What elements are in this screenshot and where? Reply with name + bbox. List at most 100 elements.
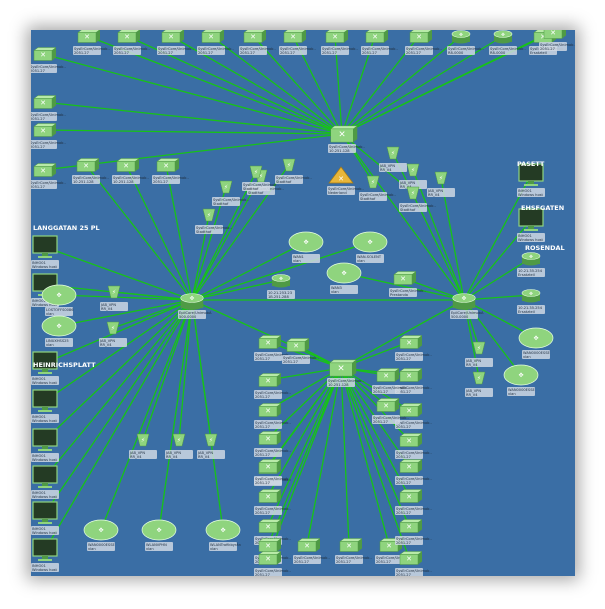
switch-node[interactable]: ✕SysErCore/Unimob..2051.27 (31, 163, 66, 190)
small-node[interactable]: ⚡SysErCore/Unimob..Stadthof (399, 186, 436, 212)
node-sublabel: 2051.27 (396, 425, 411, 429)
switch-node[interactable]: ✕SysErCore/Unimob..2051.27 (395, 489, 432, 516)
switch-node[interactable]: ✕SysErCore/Unimob..2051.27 (395, 519, 432, 546)
switch-node[interactable]: ✕SysErCore/Unimob..2051.27 (254, 403, 291, 430)
switch-node[interactable]: ✕SysErCore/Unimob..2051.27 (239, 30, 276, 55)
switch-node[interactable]: ✕SysErCore/Unimob..2051.27 (157, 30, 194, 55)
switch-node[interactable]: ✕SysErCore/Unimob..10.251.128 (72, 158, 109, 185)
router-node[interactable]: ✥SysErCore/Unimob..R8-0000 (447, 30, 484, 56)
switch-node[interactable]: ✕SysErCore/Unimob..2051.27 (254, 551, 291, 577)
switch-node[interactable]: ✕SysErCore/Unimob..2051.27 (31, 95, 66, 122)
switch-node[interactable]: ✕SysErCore/Unimob..2051.27 (31, 47, 66, 74)
hub-switch-node[interactable]: ✕SysErCore/Unimob..10.251.128 (327, 359, 364, 387)
hub-switch-node[interactable]: ✕SysErCore/Unimob..10.251.128 (328, 125, 365, 153)
svg-text:✕: ✕ (383, 402, 389, 410)
switch-node[interactable]: ✕SysErCore/Unimob..2051.27 (539, 30, 575, 51)
switch-node[interactable]: ✕SysErCore/Unimob..2051.27 (254, 431, 291, 458)
switch-node[interactable]: ✕SysErCore/Unimob..2051.27 (293, 538, 330, 565)
switch-node[interactable]: ✕SysErCore/Unimob..2051.27 (197, 30, 234, 55)
small-node[interactable]: ⚡SysErCore/Unimob..Stadthof (242, 165, 279, 191)
node-label: INHO01 (32, 564, 46, 568)
switch-node[interactable]: ✕SysErCore/Unimob..2051.27 (372, 368, 409, 395)
switch-node[interactable]: ✕SysErCore/Unimob..2051.27 (152, 158, 189, 185)
node-label: LOSTOFFS0086 (46, 308, 74, 312)
switch-node[interactable]: ✕SysErCore/Unimob..2051.27 (361, 30, 398, 55)
switch-node[interactable]: ✕SysErCore/Unimob..2051.27 (321, 30, 358, 55)
switch-node[interactable]: ✕SysErCore/Unimob..2051.27 (395, 403, 432, 430)
svg-text:✥: ✥ (367, 239, 372, 246)
network-link (44, 299, 193, 364)
switch-node[interactable]: ✕SysErCore/Unimob..Prestanda (389, 271, 426, 298)
switch-node[interactable]: ✕SysErCore/Unimob..2051.27 (254, 335, 291, 362)
hub-warning-node[interactable]: ✕SysErCore/Unimob..Nederland (327, 166, 364, 195)
small-node[interactable]: ⚡SysErCore/Unimob..Stadthof (195, 208, 232, 234)
router-node[interactable]: ✥SysErCore/Unimob..R8-0000 (489, 30, 526, 56)
switch-node[interactable]: ✕SysErCore/Unimob..2051.27 (395, 459, 432, 486)
node-label: SysErCore/Unimob.. (396, 569, 432, 573)
switch-node[interactable]: ✕SysErCore/Unimob..2051.27 (395, 433, 432, 460)
switch-node[interactable]: ✕SysErCore/Unimob..2051.27 (254, 373, 291, 400)
small-node[interactable]: ⚡SysErCore/Unimob..Stadthof (359, 175, 396, 201)
switch-node[interactable]: ✕SysErCore/Unimob..2051.27 (279, 30, 316, 55)
network-map-canvas[interactable]: ✕SysErCore/Unimob..10.251.128 ✥EpilCore/U… (31, 30, 575, 576)
switch-node[interactable]: ✕SysErCore/Unimob..2051.27 (254, 459, 291, 486)
svg-text:✕: ✕ (123, 162, 129, 170)
switch-node[interactable]: ✕SysErCore/Unimob..2051.27 (395, 335, 432, 362)
node-label: SysErCore/Unimob.. (396, 353, 432, 357)
switch-node[interactable]: ✕SysErCore/Unimob..2051.27 (254, 489, 291, 516)
switch-node[interactable]: ✕SysErCore/Unimob..2051.27 (372, 398, 409, 425)
node-sublabel: Stadthof (400, 208, 416, 212)
switch-node[interactable]: ✕SysErCore/Unimob..2051.27 (395, 368, 432, 395)
svg-text:✥: ✥ (533, 335, 538, 342)
switch-node[interactable]: ✕SysErCore/Unimob..2051.27 (31, 123, 66, 150)
switch-node[interactable]: ✕SysErCore/Unimob..2051.27 (405, 30, 442, 55)
node-label: SysErCore/Unimob.. (73, 176, 109, 180)
switch-node[interactable]: ✕SysErCore/Unimob..2051.27 (282, 338, 319, 365)
small-node[interactable]: ⚡SysErCore/Unimob..Stadthof (275, 158, 312, 184)
switch-node[interactable]: ✕SysErCore/Unimob..2051.27 (395, 551, 432, 577)
svg-text:⚡: ⚡ (207, 212, 211, 219)
switch-node[interactable]: ✕SysErCore/Unimob..10.251.128 (112, 158, 149, 185)
node-sublabel: vlan (46, 343, 54, 347)
network-link (44, 299, 193, 402)
switch-node[interactable]: ✕SysErCore/Unimob..2051.27 (335, 538, 372, 565)
network-topology-diagram[interactable]: ✕SysErCore/Unimob..10.251.128 ✥EpilCore/U… (31, 30, 575, 576)
switch-node[interactable]: ✕SysErCore/Unimob..2051.27 (113, 30, 150, 55)
switch-node[interactable]: ✕SysErCore/Unimob..2051.27 (73, 30, 110, 55)
small-node[interactable]: ⚡SysErCore/Unimob..Stadthof (212, 180, 249, 206)
